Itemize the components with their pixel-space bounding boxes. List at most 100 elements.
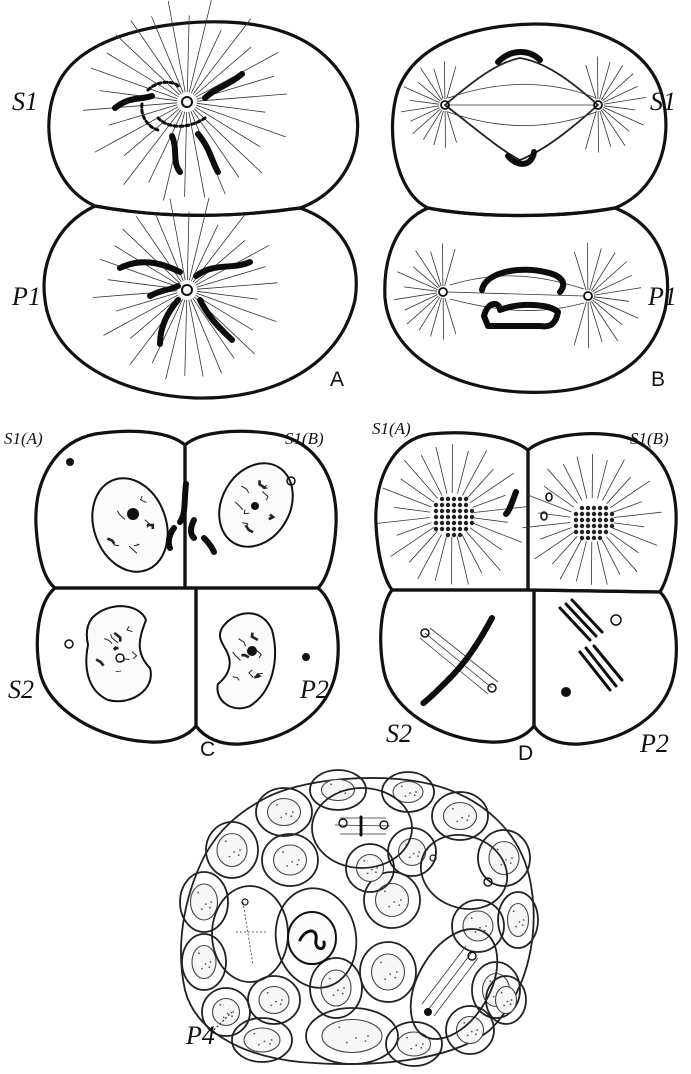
chromatin-granule [440,503,444,507]
chromatin-granule [355,1037,357,1039]
panel-e-label-p4: P4 [185,1021,215,1050]
chromatin-granule [290,815,292,817]
aster-ray [613,528,658,545]
aster-ray [187,212,189,280]
panel-b-label: B [651,368,665,391]
chromatin-granule [375,871,377,873]
chromatin-granule [409,792,411,794]
chromatin-granule [463,1022,465,1024]
panel-d: S1(A) S1(B) S2 P2 D [372,419,676,765]
aster-ray [378,518,431,524]
aster-ray [614,523,644,527]
aster-ray [187,16,189,93]
chromatin-granule [367,873,369,875]
chromatin-granule [580,506,584,510]
panel-a-label-p1: P1 [11,282,41,311]
panel-b-label-p1: P1 [647,282,677,311]
blastomere-nucleus [259,987,289,1014]
chromatin-granule [604,530,608,534]
aster-ray [394,293,437,300]
chromatin-granule [271,1039,273,1041]
chromatin-granule [598,512,602,516]
chromatin-granule [489,980,491,982]
chromatin-granule [458,527,462,531]
chromatin-granule [503,1005,505,1007]
panel-c-s1a-centrosome [66,458,74,466]
chromatin-granule [493,996,495,998]
chromatin-granule [452,515,456,519]
aster-ray [462,535,482,574]
chromatin-granule [452,497,456,501]
aster-ray [594,298,639,318]
chromatin-granule [458,521,462,525]
blastomere-nucleus [398,1032,431,1056]
aster-ray [470,528,502,550]
chromatin-granule [519,921,521,923]
chromatin-granule [210,961,212,963]
aster-ray [473,495,506,507]
panel-a-s1-aster [83,0,287,200]
chromatin-granule [254,1033,256,1035]
chromatin-granule [507,1001,509,1003]
chromatin-granule [574,518,578,522]
chromatin-granule [330,784,332,786]
aster-ray [423,110,441,139]
chromatin-granule [485,925,487,927]
chromatin-granule [376,867,378,869]
chromatin-granule [337,989,339,991]
aster-ray [401,479,435,503]
chromatin-granule [592,518,596,522]
chromatin-granule [231,1015,233,1017]
panel-d-s2-spindle [420,618,498,704]
chromatin-granule [219,1004,221,1006]
chromatin-granule [417,855,419,857]
chromatin-granule [511,857,513,859]
chromatin-granule [464,503,468,507]
chromatin-granule [522,924,524,926]
chromatin-granule [598,524,602,528]
chromatin-granule [393,901,395,903]
blastomere-nucleus [372,954,405,990]
aster-ray [418,534,442,578]
chromatin-granule [434,509,438,513]
chromatin-granule [466,819,468,821]
panel-c-p2-nucleus [217,613,275,708]
chromatin-granule [446,497,450,501]
chromatin-granule [446,515,450,519]
chromatin-granule [446,521,450,525]
aster-ray [594,288,641,295]
aster-ray [191,30,221,93]
chromatin-granule [598,536,602,540]
chromatin-granule [501,992,503,994]
chromatin-granule [239,849,241,851]
aster-ray [197,103,265,112]
chromatin-granule [446,533,450,537]
aster-ray [443,298,444,340]
panel-c-s1a-nucleus [80,468,180,583]
aster-ray [116,35,180,95]
chromatin-granule [497,848,499,850]
blastomere-nucleus [496,987,517,1014]
panel-a-s1-chromosomes [115,74,242,172]
chromatin-granule [223,1017,225,1019]
chromatin-granule [333,994,335,996]
chromatin-granule [275,1001,277,1003]
chromatin-granule [470,509,474,513]
aster-ray [604,97,646,104]
panel-b: S1 P1 B [385,24,677,392]
aster-ray [597,57,598,100]
chromatin-granule [610,518,614,522]
panel-c-s1a-nucleolus [127,508,139,520]
panel-e-small-cells [180,770,538,1066]
aster-ray [574,252,586,290]
aster-ray [603,74,634,101]
panel-c-s2-centrosome [65,640,73,648]
chromatin-granule [264,1041,266,1043]
chromatin-granule [610,512,614,516]
aster-ray [597,541,607,584]
blastomere-nucleus [508,904,529,937]
aster-ray [413,267,438,288]
chromatin-granule [586,512,590,516]
aster-ray [544,486,574,507]
chromatin-granule [574,524,578,528]
